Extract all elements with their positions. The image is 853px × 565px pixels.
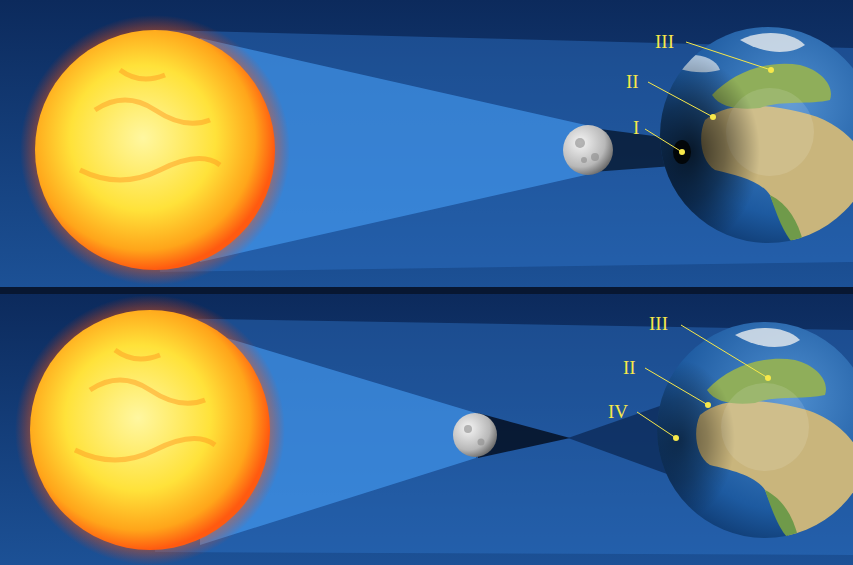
region-label: IV <box>608 402 628 421</box>
region-label: I <box>633 118 639 137</box>
region-label: III <box>655 32 674 51</box>
region-label: III <box>649 314 668 333</box>
region-label: II <box>626 72 639 91</box>
region-label: II <box>623 358 636 377</box>
